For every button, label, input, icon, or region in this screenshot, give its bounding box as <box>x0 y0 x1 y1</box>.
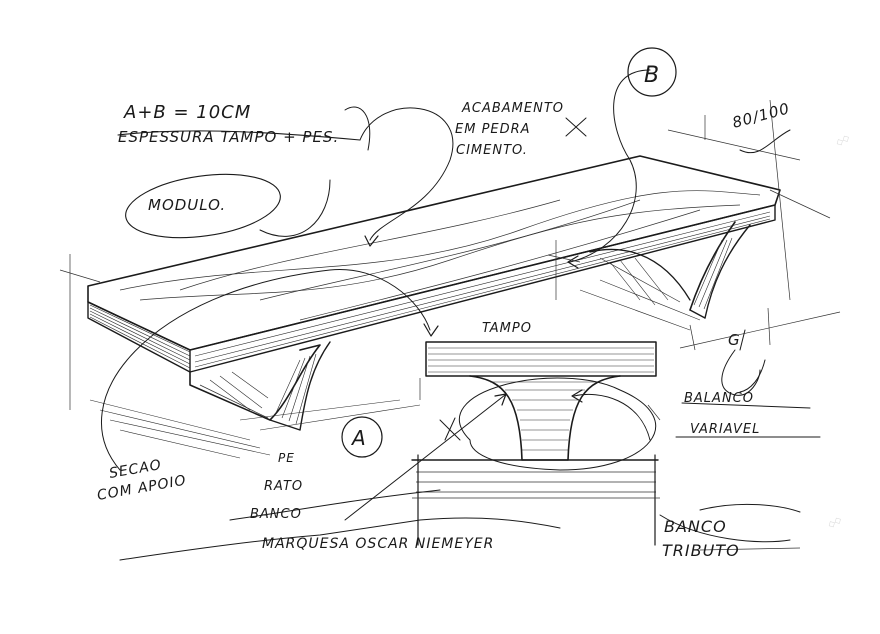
finish-line-1: ACABAMENTO <box>461 101 564 116</box>
tribute-line-2: TRIBUTO <box>662 541 740 560</box>
tribute-name: MARQUESA OSCAR NIEMEYER <box>262 536 494 552</box>
leader-lines <box>101 47 821 561</box>
section-detail <box>411 341 660 546</box>
finish-line-2: EM PEDRA <box>455 122 531 137</box>
dimension-formula: A+B = 10CM <box>123 102 251 123</box>
finish-line-3: CIMENTO. <box>456 143 528 158</box>
dimension-lines <box>59 99 841 551</box>
top-label: TAMPO <box>482 321 532 336</box>
feet-line-1: PE <box>278 451 295 465</box>
feet-line-3: BANCO <box>250 507 302 522</box>
label-g: G <box>728 331 741 349</box>
tribute-line-1: BANCO <box>664 517 727 536</box>
cantilever-line-2: VARIAVEL <box>690 422 760 437</box>
cantilever-line-1: BALANCO <box>684 391 754 406</box>
annotations: A+B = 10CM ESPESSURA TAMPO + PES. MODULO… <box>96 63 792 560</box>
thickness-note: ESPESSURA TAMPO + PES. <box>118 128 339 146</box>
feet-line-2: RATO <box>264 479 303 494</box>
label-b: B <box>644 63 660 88</box>
svg-text:◇◇: ◇◇ <box>835 133 852 149</box>
module-label: MODULO. <box>148 196 226 214</box>
bench-perspective <box>87 155 781 459</box>
svg-text:◇◇: ◇◇ <box>827 515 844 531</box>
label-a: A <box>350 426 367 450</box>
dimension-width: 80/100 <box>730 99 791 132</box>
